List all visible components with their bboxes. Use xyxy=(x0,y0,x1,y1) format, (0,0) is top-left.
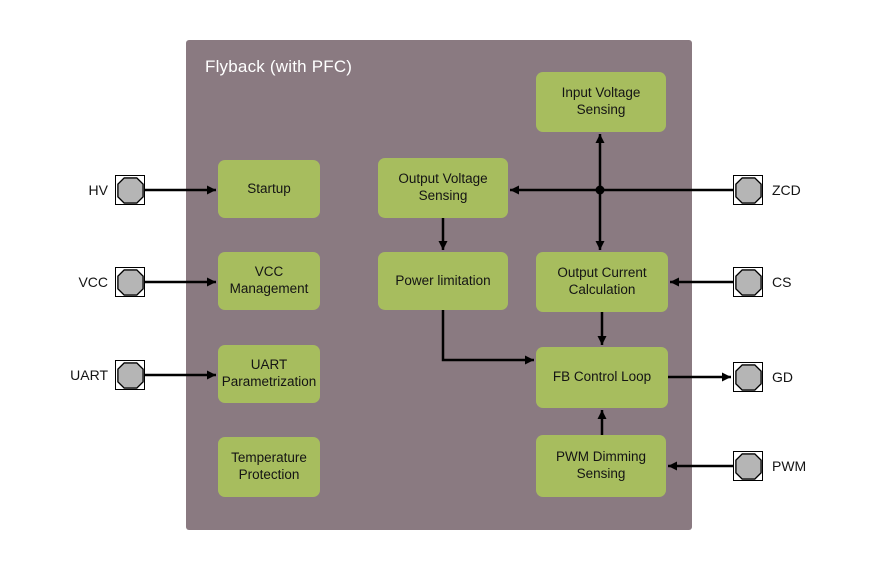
block-output-current-calculation: Output Current Calculation xyxy=(536,252,668,312)
block-vcc-management: VCC Management xyxy=(218,252,320,310)
block-power-limitation: Power limitation xyxy=(378,252,508,310)
pad-octagon-icon xyxy=(734,363,762,391)
block-power-limitation-label: Power limitation xyxy=(395,272,491,288)
pad-octagon-icon xyxy=(116,176,144,204)
block-pwm-dimming-sensing-label: PWM Dimming Sensing xyxy=(556,449,646,481)
block-fb-control-loop: FB Control Loop xyxy=(536,347,668,408)
pin-zcd-label: ZCD xyxy=(772,182,801,198)
block-fb-control-loop-label: FB Control Loop xyxy=(552,369,652,385)
pin-hv-label: HV xyxy=(88,182,108,198)
diagram-title: Flyback (with PFC) xyxy=(205,57,353,76)
pin-gd-icon xyxy=(733,362,763,392)
pad-octagon-icon xyxy=(116,361,144,389)
block-uart-parametrization: UART Parametrization xyxy=(218,345,320,403)
pad-octagon-icon xyxy=(116,268,144,296)
block-output-voltage-sensing: Output Voltage Sensing xyxy=(378,158,508,218)
pin-cs-label: CS xyxy=(772,274,792,290)
block-uart-parametrization-label: UART Parametrization xyxy=(221,357,317,389)
pin-uart-label: UART xyxy=(70,367,108,383)
pad-octagon-icon xyxy=(734,268,762,296)
pad-octagon-icon xyxy=(734,452,762,480)
block-output-voltage-sensing-label: Output Voltage Sensing xyxy=(398,171,488,203)
pin-pwm-icon xyxy=(733,451,763,481)
block-startup-label: Startup xyxy=(247,180,291,196)
pin-cs-icon xyxy=(733,267,763,297)
block-pwm-dimming-sensing: PWM Dimming Sensing xyxy=(536,435,666,497)
block-input-voltage-sensing: Input Voltage Sensing xyxy=(536,72,666,132)
pin-uart-icon xyxy=(115,360,145,390)
pin-hv-icon xyxy=(115,175,145,205)
pad-octagon-icon xyxy=(734,176,762,204)
block-vcc-management-label: VCC Management xyxy=(229,264,309,296)
block-output-current-calculation-label: Output Current Calculation xyxy=(557,265,647,297)
pin-vcc-label: VCC xyxy=(78,274,108,290)
block-startup: Startup xyxy=(218,160,320,218)
block-input-voltage-sensing-label: Input Voltage Sensing xyxy=(561,85,641,117)
pin-gd-label: GD xyxy=(772,369,793,385)
block-temperature-protection: Temperature Protection xyxy=(218,437,320,497)
block-temperature-protection-label: Temperature Protection xyxy=(231,450,307,482)
pin-pwm-label: PWM xyxy=(772,458,807,474)
pin-vcc-icon xyxy=(115,267,145,297)
pin-zcd-icon xyxy=(733,175,763,205)
